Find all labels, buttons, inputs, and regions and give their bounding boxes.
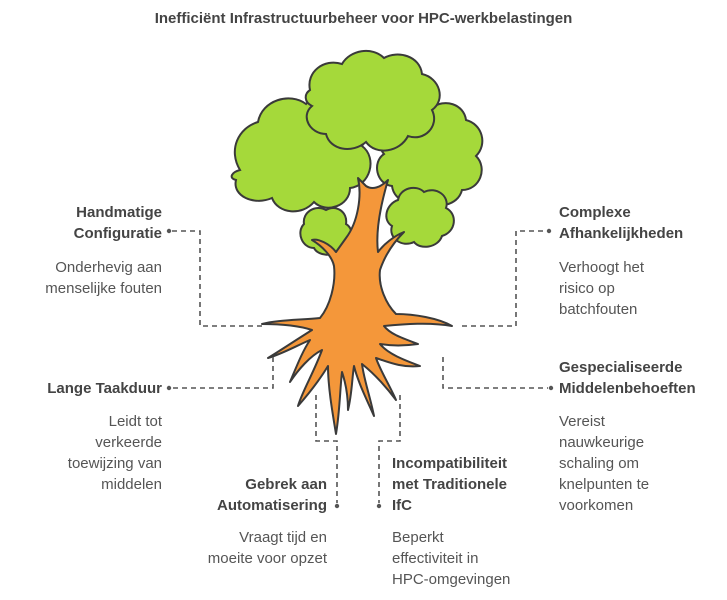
heading-line: Afhankelijkheden <box>559 225 684 242</box>
heading-line: Middelenbehoeften <box>559 380 696 397</box>
description-line: Vereist <box>559 413 605 430</box>
connector-gespecialiseerde-middelenbehoeften <box>442 357 548 389</box>
item-heading-complexe-afhankelijkheden: Complexe Afhankelijkheden <box>559 202 683 244</box>
description-line: risico op <box>559 280 615 297</box>
description-line: schaling om <box>559 455 640 472</box>
endpoint-dot <box>376 503 382 509</box>
description-line: Beperkt <box>392 529 444 546</box>
description-line: toewijzing van <box>67 455 162 472</box>
connector-gebrek-aan-automatisering <box>315 395 338 503</box>
description-line: Onderhevig aan <box>55 259 162 276</box>
description-line: effectiviteit in <box>392 550 479 567</box>
connector-lange-taakduur <box>172 357 274 389</box>
connector-complexe-afhankelijkheden <box>462 230 546 327</box>
heading-line: Handmatige <box>76 204 162 221</box>
endpoint-dot <box>548 385 554 391</box>
connector-incompatibiliteit <box>378 395 401 503</box>
item-description-gebrek-aan-automatisering: Vraagt tijd en moeite voor opzet <box>208 527 327 569</box>
description-line: moeite voor opzet <box>207 550 327 567</box>
item-heading-gespecialiseerde-middelenbehoeften: Gespecialiseerde Middelenbehoeften <box>559 357 696 399</box>
endpoint-dot <box>166 228 172 234</box>
heading-line: Incompatibiliteit <box>392 455 508 472</box>
item-description-handmatige-configuratie: Onderhevig aan menselijke fouten <box>45 257 162 299</box>
description-line: HPC-omgevingen <box>392 571 511 588</box>
heading-line: met Traditionele <box>392 476 508 493</box>
description-line: Leidt tot <box>108 413 162 430</box>
endpoint-dot <box>166 385 172 391</box>
item-heading-gebrek-aan-automatisering: Gebrek aan Automatisering <box>217 474 327 516</box>
tree-trunk <box>261 177 453 435</box>
description-line: Verhoogt het <box>559 259 645 276</box>
foliage-cluster-top <box>304 49 441 152</box>
description-line: voorkomen <box>559 497 634 514</box>
item-description-incompatibiliteit: Beperkt effectiviteit in HPC-omgevingen <box>392 527 510 590</box>
description-line: Vraagt tijd en <box>239 529 327 546</box>
endpoint-dot <box>334 503 340 509</box>
item-heading-handmatige-configuratie: Handmatige Configuratie <box>74 202 162 244</box>
connector-endpoints <box>166 228 554 509</box>
connectors <box>172 230 548 503</box>
description-line: middelen <box>101 476 162 493</box>
item-heading-lange-taakduur: Lange Taakduur <box>47 378 162 399</box>
description-line: batchfouten <box>559 301 638 318</box>
heading-line: Automatisering <box>216 497 327 514</box>
description-line: knelpunten te <box>559 476 650 493</box>
heading-line: IfC <box>392 497 412 514</box>
diagram-title: Inefficiënt Infrastructuurbeheer voor HP… <box>154 10 573 27</box>
heading-line: Complexe <box>559 204 631 221</box>
item-description-complexe-afhankelijkheden: Verhoogt het risico op batchfouten <box>559 257 644 320</box>
description-line: verkeerde <box>95 434 162 451</box>
heading-line: Configuratie <box>73 225 162 242</box>
heading-line: Lange Taakduur <box>47 380 162 397</box>
connector-handmatige-configuratie <box>172 230 262 327</box>
endpoint-dot <box>546 228 552 234</box>
heading-line: Gebrek aan <box>245 476 327 493</box>
item-description-lange-taakduur: Leidt tot verkeerde toewijzing van midde… <box>68 411 162 495</box>
item-description-gespecialiseerde-middelenbehoeften: Vereist nauwkeurige schaling om knelpunt… <box>559 411 649 516</box>
description-line: menselijke fouten <box>45 280 162 297</box>
heading-line: Gespecialiseerde <box>559 359 683 376</box>
item-heading-incompatibiliteit: Incompatibiliteit met Traditionele IfC <box>392 453 507 516</box>
description-line: nauwkeurige <box>559 434 645 451</box>
